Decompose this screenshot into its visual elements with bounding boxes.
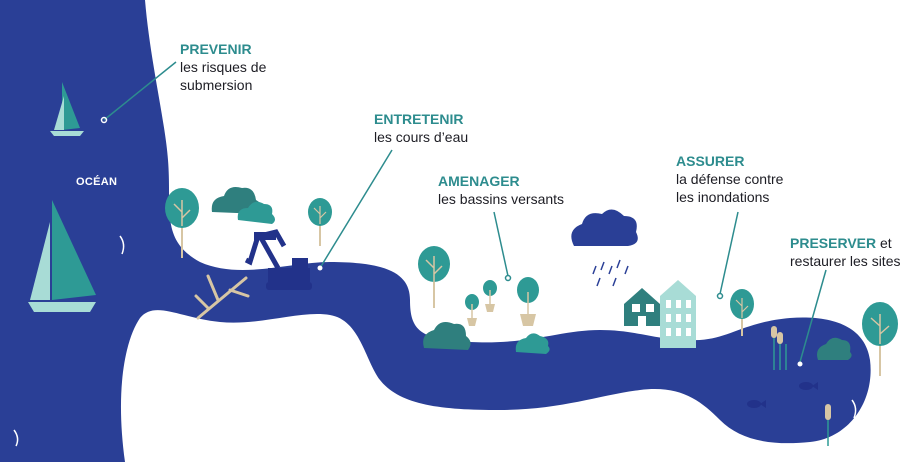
house-icon bbox=[624, 288, 660, 326]
wave-mark bbox=[851, 399, 857, 419]
shrub-icon bbox=[817, 337, 852, 360]
step-text-line: la défense contre bbox=[676, 171, 784, 187]
apartment-building-icon bbox=[660, 280, 696, 348]
reeds-icon bbox=[771, 326, 787, 370]
leader-line-prevenir bbox=[103, 61, 177, 121]
shrub-icon bbox=[423, 322, 471, 350]
step-text-line: les risques de bbox=[180, 59, 267, 75]
tree-icon bbox=[730, 289, 754, 336]
step-text-line: les bassins versants bbox=[438, 191, 565, 207]
tree-icon bbox=[862, 302, 898, 376]
tree-icon bbox=[418, 246, 450, 308]
leader-line-preserver bbox=[799, 269, 827, 363]
step-text-line: restaurer les sites bbox=[790, 253, 901, 269]
rain-cloud-icon bbox=[571, 209, 638, 287]
step-heading: ASSURER bbox=[676, 153, 745, 169]
step-assurer: ASSURER la défense contre les inondation… bbox=[676, 152, 783, 206]
step-text-line: les inondations bbox=[676, 189, 770, 205]
potted-plant-icon bbox=[465, 294, 479, 326]
ocean-label: OCÉAN bbox=[76, 176, 118, 188]
step-heading: ENTRETENIR bbox=[374, 111, 464, 127]
step-heading: AMENAGER bbox=[438, 173, 520, 189]
step-heading: PREVENIR bbox=[180, 41, 252, 57]
potted-plant-icon bbox=[483, 280, 497, 312]
sailboat-small-icon bbox=[50, 82, 84, 136]
potted-plant-icon bbox=[517, 277, 539, 326]
sailboat-large-icon bbox=[28, 200, 96, 312]
step-amenager: AMENAGER les bassins versants bbox=[438, 172, 564, 208]
leader-line-assurer bbox=[719, 211, 739, 295]
fallen-branch-icon bbox=[194, 274, 250, 320]
step-preserver: PRESERVER et restaurer les sites bbox=[790, 234, 900, 270]
cattail-icon bbox=[825, 404, 831, 446]
tree-icon bbox=[165, 188, 199, 258]
step-text-line: submersion bbox=[180, 77, 253, 93]
wave-mark bbox=[13, 429, 19, 447]
fish-icon bbox=[799, 382, 818, 390]
fish-icon bbox=[747, 400, 766, 408]
step-heading-suffix: et bbox=[876, 235, 892, 251]
tree-icon bbox=[308, 198, 332, 246]
shrub-icon bbox=[237, 201, 275, 224]
leader-line-entretenir bbox=[319, 149, 393, 269]
ocean-and-river-shape bbox=[0, 0, 871, 462]
step-entretenir: ENTRETENIR les cours d’eau bbox=[374, 110, 468, 146]
step-heading: PRESERVER bbox=[790, 235, 877, 251]
step-prevenir: PREVENIR les risques de submersion bbox=[180, 40, 266, 94]
excavator-icon bbox=[244, 229, 312, 290]
step-text-line: les cours d’eau bbox=[374, 129, 469, 145]
wave-mark bbox=[119, 235, 125, 255]
shrub-icon bbox=[515, 333, 550, 354]
leader-line-amenager bbox=[493, 211, 509, 277]
